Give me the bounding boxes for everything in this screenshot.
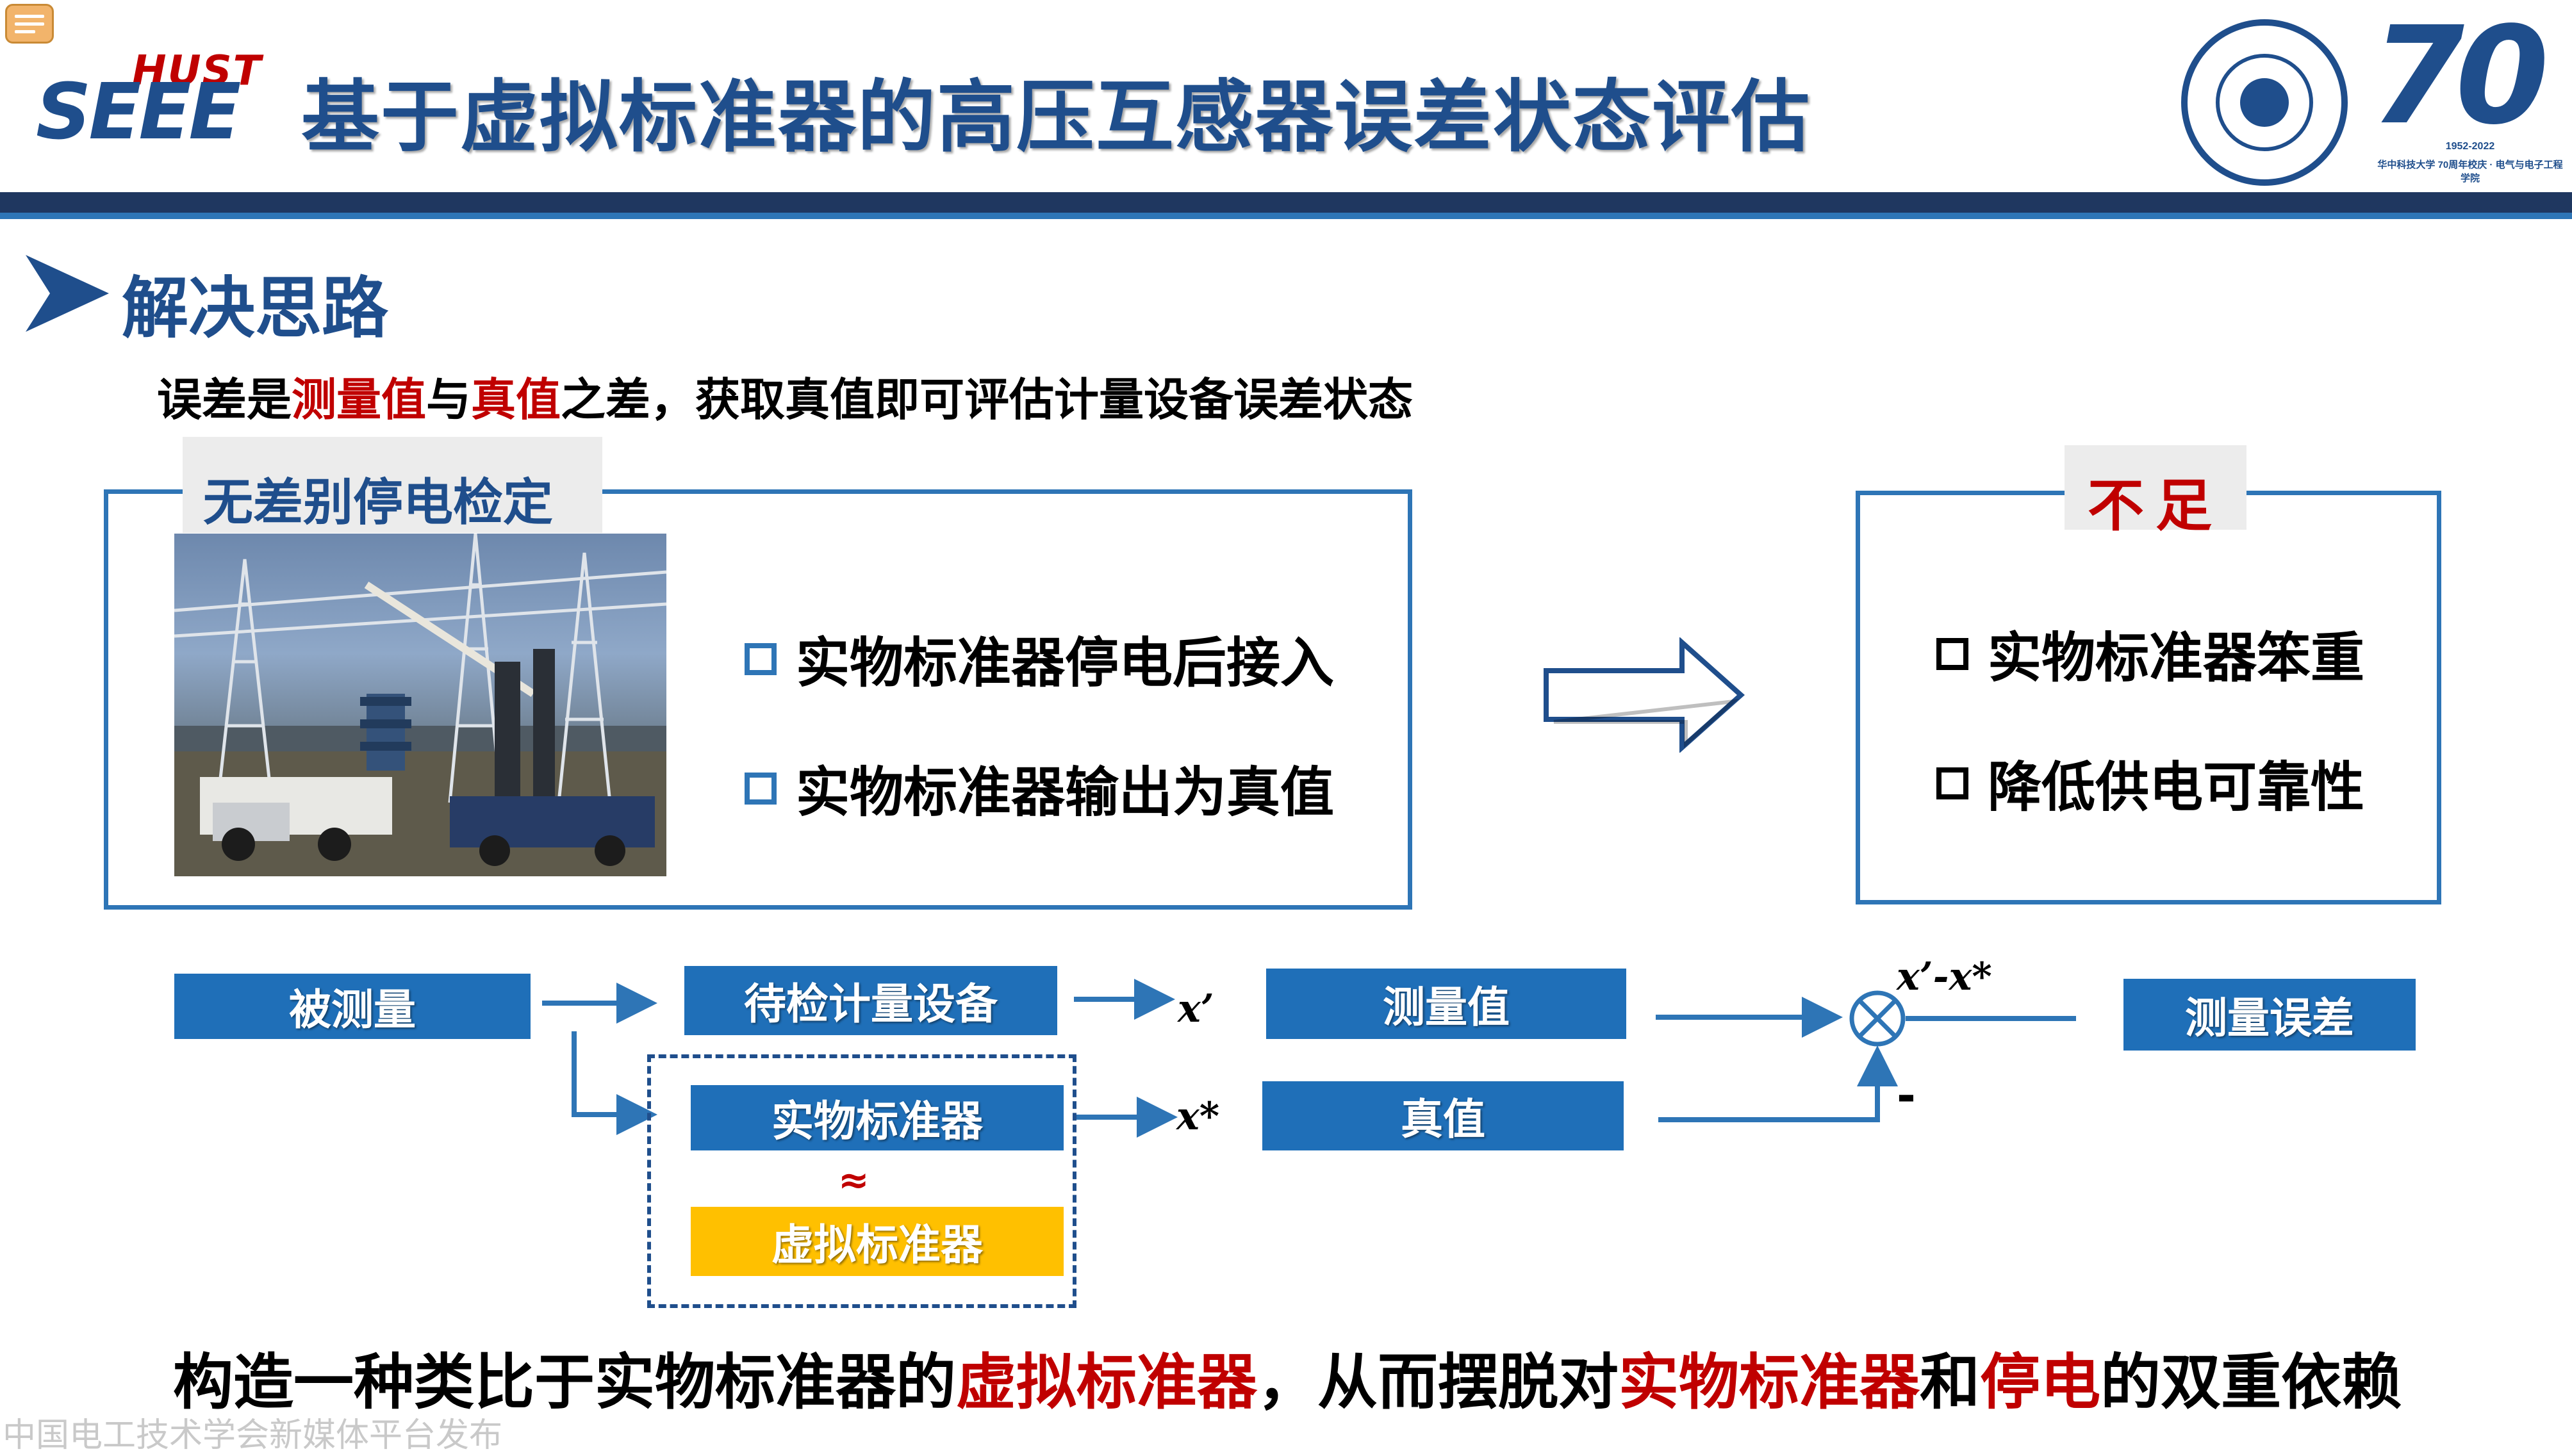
conclusion-highlight-virtual: 虚拟标准器 [956, 1348, 1258, 1418]
virtual-standard-label: 虚拟标准器 [771, 1220, 983, 1270]
minus-sign: - [1897, 1068, 1916, 1122]
intro-highlight-true: 真值 [471, 373, 561, 426]
left-bullet-2: 实物标准器输出为真值 [745, 749, 1334, 827]
summing-junction-icon [1849, 990, 1906, 1047]
hollow-square-bullet-icon [745, 642, 777, 675]
right-bullet-2: 降低供电可靠性 [1936, 744, 2364, 822]
physical-standard-label: 实物标准器 [771, 1097, 983, 1146]
hollow-square-bullet-icon [745, 772, 777, 805]
intro-sentence: 误差是测量值与真值之差，获取真值即可评估计量设备误差状态 [157, 364, 1413, 429]
block-arrow-right-icon [1544, 637, 1745, 753]
conclusion-text-3: 和 [1920, 1348, 1981, 1418]
device-under-test-box: 待检计量设备 [684, 966, 1057, 1035]
section-title: 解决思路 [122, 269, 389, 347]
measurement-error-box: 测量误差 [2123, 979, 2416, 1051]
intro-highlight-measured: 测量值 [292, 373, 426, 426]
shortcomings-label-text: 不足 [2087, 473, 2223, 539]
intro-text-2: 与 [426, 373, 471, 426]
comment-note-icon[interactable] [5, 4, 54, 44]
offline-verification-label-text: 无差别停电检定 [203, 474, 554, 532]
conclusion-sentence: 构造一种类比于实物标准器的虚拟标准器，从而摆脱对实物标准器和停电的双重依赖 [173, 1334, 2402, 1421]
x-prime-symbol: x’ [1178, 986, 1214, 1031]
conclusion-text-2: ，从而摆脱对 [1257, 1348, 1619, 1418]
conclusion-highlight-physical: 实物标准器 [1619, 1348, 1920, 1418]
anniversary-number: 70 [2371, 0, 2549, 154]
intro-text-3: 之差，获取真值即可评估计量设备误差状态 [561, 373, 1413, 426]
measurand-box: 被测量 [174, 974, 531, 1039]
error-difference-symbol: x’-x* [1897, 954, 1992, 999]
right-bullet-2-text: 降低供电可靠性 [1988, 756, 2365, 819]
conclusion-text-1: 构造一种类比于实物标准器的 [173, 1348, 957, 1418]
header-divider-accent [0, 213, 2572, 219]
right-bullet-1: 实物标准器笨重 [1936, 615, 2364, 692]
physical-standard-box: 实物标准器 [691, 1085, 1064, 1150]
anniversary-years: 1952-2022 [2445, 141, 2495, 152]
true-value-box: 真值 [1262, 1081, 1624, 1150]
measured-value-box: 测量值 [1266, 969, 1626, 1039]
header-divider-bar [0, 192, 2572, 213]
left-bullet-1-text: 实物标准器停电后接入 [796, 632, 1335, 694]
measurand-label: 被测量 [289, 985, 416, 1035]
page-title: 基于虚拟标准器的高压互感器误差状态评估 [301, 72, 1811, 163]
shortcomings-label: 不足 [2065, 445, 2246, 539]
offline-verification-panel [104, 489, 1412, 910]
measured-value-label: 测量值 [1383, 983, 1510, 1032]
left-bullet-1: 实物标准器停电后接入 [745, 620, 1334, 698]
measurement-error-label: 测量误差 [2185, 994, 2354, 1043]
offline-verification-label: 无差别停电检定 [183, 437, 602, 533]
true-value-label: 真值 [1401, 1095, 1485, 1144]
substation-crane-photo [174, 534, 666, 876]
device-under-test-label: 待检计量设备 [744, 979, 998, 1029]
anniversary-logo: 70 1952-2022 华中科技大学 70周年校庆 · 电气与电子工程学院 [2371, 9, 2563, 188]
hust-seee-logo: HUST SEEE [36, 47, 286, 157]
hollow-square-bullet-icon [1936, 637, 1968, 670]
hollow-square-bullet-icon [1936, 767, 1968, 799]
school-seal-logo [2181, 19, 2348, 186]
conclusion-highlight-outage: 停电 [1980, 1348, 2101, 1418]
intro-text-1: 误差是 [157, 373, 292, 426]
chevron-right-icon [26, 255, 109, 332]
conclusion-text-4: 的双重依赖 [2100, 1348, 2402, 1418]
approx-equal-symbol: ≈ [838, 1158, 870, 1202]
left-bullet-2-text: 实物标准器输出为真值 [796, 761, 1335, 824]
standard-group-dashed-box [647, 1054, 1076, 1308]
logo-seee-text: SEEE [36, 68, 241, 157]
right-bullet-1-text: 实物标准器笨重 [1988, 626, 2365, 689]
x-star-symbol: x* [1176, 1094, 1220, 1139]
anniversary-caption: 华中科技大学 70周年校庆 · 电气与电子工程学院 [2377, 160, 2563, 184]
logo-hust-text: HUST [132, 47, 263, 95]
virtual-standard-box: 虚拟标准器 [691, 1207, 1064, 1276]
watermark-text: 中国电工技术学会新媒体平台发布 [3, 1416, 503, 1455]
